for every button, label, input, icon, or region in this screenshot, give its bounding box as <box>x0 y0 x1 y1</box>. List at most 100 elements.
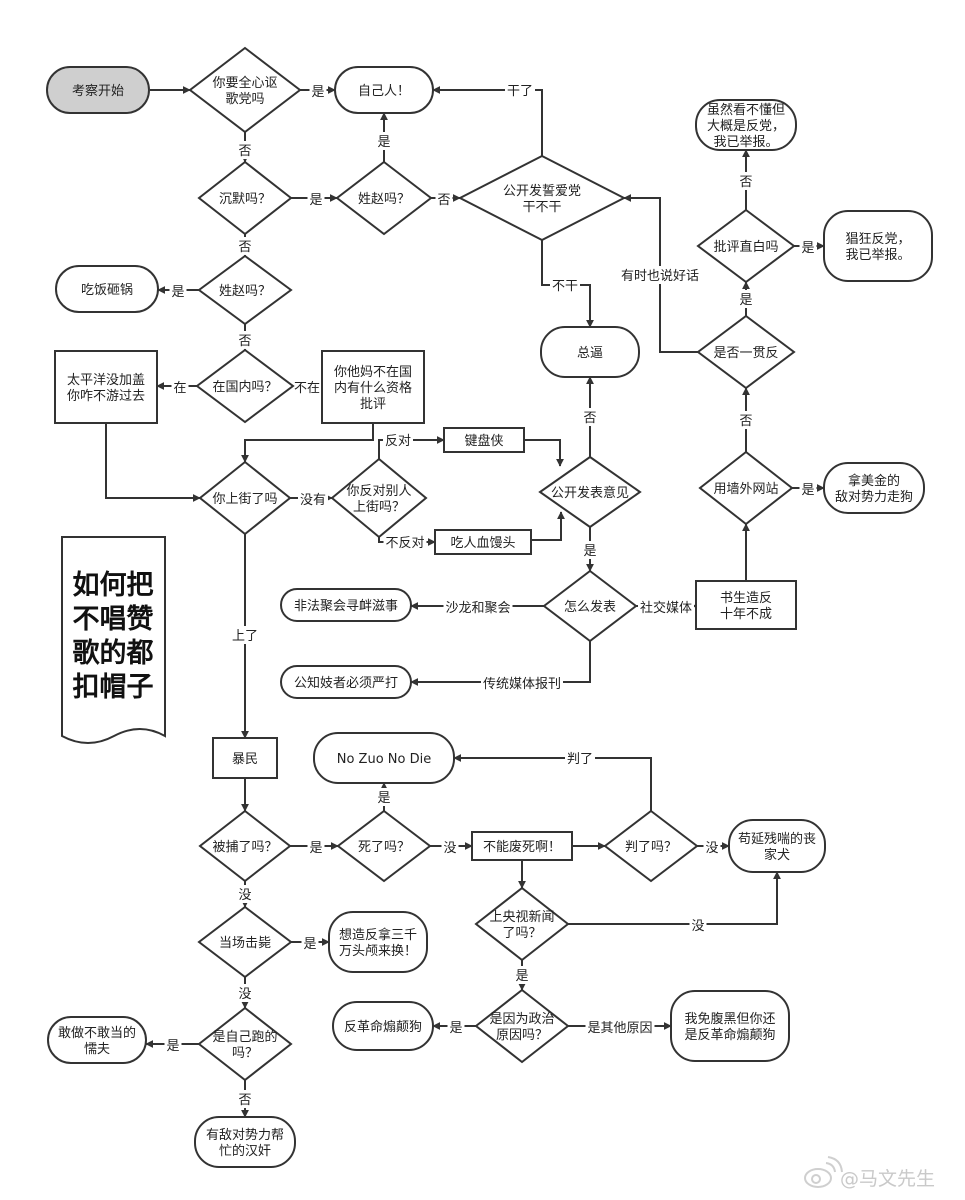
nodes-layer: 考察开始你要全心讴歌党吗自己人！沉默吗？姓赵吗？公开发誓爱党干不干姓赵吗？吃饭砸… <box>46 46 933 1168</box>
node-q_vow: 公开发誓爱党干不干 <box>457 154 627 242</box>
edge-q_cctv-to-lingering_dog <box>568 871 781 925</box>
node-q_dead: 死了吗？ <box>336 809 432 883</box>
edge-q_oppose-to-keyboard <box>378 436 445 459</box>
watermark: @马文先生 <box>804 1156 935 1190</box>
edge-label-q_zhao2-to-eat_smash: 是 <box>169 282 187 300</box>
node-zongyi: 总逼 <box>540 326 640 378</box>
edge-pacific-to-q_street <box>105 423 201 502</box>
node-counter_rev: 反革命煽颠狗 <box>332 1001 434 1051</box>
edge-label-text: 否 <box>739 414 752 429</box>
edge-label-q_shot-to-want_rebel: 是 <box>301 934 319 952</box>
node-lingering_dog-label: 苟延残喘的丧家犬 <box>738 831 816 863</box>
title-line: 如何把 <box>73 570 154 601</box>
node-us_money-label: 拿美金的敌对势力走狗 <box>835 473 913 505</box>
node-q_praise-label: 你要全心讴歌党吗 <box>212 75 277 107</box>
node-q_vpn-shape <box>698 450 794 526</box>
edge-label-q_zhao1-to-own_people: 是 <box>375 132 393 150</box>
node-scholar-shape <box>695 580 797 630</box>
edge-label-text: 没 <box>238 888 251 903</box>
node-own_people-label: 自己人！ <box>358 84 410 99</box>
node-q_cctv-shape <box>474 886 570 962</box>
edge-label-q_silent-to-q_zhao1: 是 <box>307 190 325 208</box>
node-q_how: 怎么发表 <box>542 569 638 643</box>
edge-label-q_always-to-q_vow: 有时也说好话 <box>619 266 701 284</box>
node-q_always-shape <box>696 314 796 390</box>
node-dont_understand-shape <box>695 99 797 151</box>
node-zongyi-shape <box>540 326 640 378</box>
edge-label-text: 有时也说好话 <box>621 269 699 284</box>
node-not_domestic-label: 你他妈不在国内有什么资格批评 <box>334 365 412 412</box>
title-banner-shape <box>61 536 166 744</box>
edge-label-q_oppose-to-keyboard: 反对 <box>383 431 413 449</box>
node-q_oppose: 你反对别人上街吗？ <box>330 457 428 539</box>
edge-label-q_domestic-to-not_domestic: 不在 <box>292 378 322 396</box>
node-mob-shape <box>212 737 278 779</box>
node-q_public: 公开发表意见 <box>538 455 642 529</box>
edge-label-text: 在 <box>173 381 186 396</box>
edge-bloody_bun-to-q_public <box>530 511 565 542</box>
node-q_zhao1-shape <box>335 160 433 236</box>
node-q_vpn: 用墙外网站 <box>698 450 794 526</box>
edge-label-q_vow-to-zongyi: 不干 <box>550 276 580 294</box>
node-traitor-shape <box>194 1116 296 1168</box>
node-q_always: 是否一贯反 <box>696 314 796 390</box>
node-eat_smash: 吃饭砸锅 <box>55 265 159 313</box>
edge-label-text: 是 <box>801 483 814 498</box>
edge-label-q_how-to-public_knowledge: 传统媒体报刊 <box>481 674 563 692</box>
edge-label-q_ran-to-traitor: 否 <box>236 1090 254 1108</box>
edge-label-text: 是其他原因 <box>587 1021 652 1036</box>
edge-label-text: 否 <box>583 411 596 426</box>
node-pacific: 太平洋没加盖你咋不游过去 <box>54 350 158 424</box>
node-q_political: 是因为政治原因吗？ <box>474 988 570 1064</box>
node-keyboard: 键盘侠 <box>443 427 525 453</box>
node-eat_smash-label: 吃饭砸锅 <box>81 282 133 298</box>
node-q_zhao2-label: 姓赵吗？ <box>219 284 271 299</box>
edge-label-q_arrested-to-q_shot: 没 <box>236 885 254 903</box>
node-bloody_bun-label: 吃人血馒头 <box>450 535 515 551</box>
node-start-shape <box>46 66 150 114</box>
node-own_people-shape <box>334 66 434 114</box>
node-us_money-shape <box>823 462 925 514</box>
edge-label-q_cctv-to-lingering_dog: 没 <box>689 916 707 934</box>
edge-label-q_public-to-q_how: 是 <box>581 541 599 559</box>
node-q_street-label: 你上街了吗 <box>212 492 277 507</box>
node-q_silent-label: 沉默吗？ <box>219 191 271 207</box>
edge-label-text: 不在 <box>294 381 320 396</box>
edge-label-q_vpn-to-q_always: 否 <box>737 411 755 429</box>
edge-label-q_arrested-to-q_dead: 是 <box>307 838 325 856</box>
edge-label-text: 判了 <box>567 752 593 767</box>
edge-label-q_political-to-counter_rev: 是 <box>447 1018 465 1036</box>
node-q_praise-shape <box>188 46 302 134</box>
node-q_sentenced-shape <box>603 809 699 883</box>
node-illegal_gather-label: 非法聚会寻衅滋事 <box>294 599 398 614</box>
edge-label-q_praise-to-q_silent: 否 <box>236 141 254 159</box>
node-bloody_bun: 吃人血馒头 <box>434 529 532 555</box>
edge-label-q_vpn-to-us_money: 是 <box>799 480 817 498</box>
node-coward: 敢做不敢当的懦夫 <box>47 1016 147 1064</box>
node-q_praise: 你要全心讴歌党吗 <box>188 46 302 134</box>
edge-label-text: 社交媒体 <box>640 600 692 616</box>
node-dont_understand-label: 虽然看不懂但大概是反党，我已举报。 <box>707 102 785 150</box>
edge-label-text: 是 <box>309 841 322 856</box>
node-free_black-label: 我免腹黑但你还是反革命煽颠狗 <box>684 1011 775 1043</box>
node-traitor: 有敌对势力帮忙的汉奸 <box>194 1116 296 1168</box>
node-q_shot-shape <box>197 905 293 979</box>
node-q_public-shape <box>538 455 642 529</box>
node-pacific-label: 太平洋没加盖你咋不游过去 <box>67 373 145 404</box>
edge-labels-layer: 是否是是否干了不干否是否在不在没有反对不反对否是沙龙和聚会传统媒体报刊社交媒体是… <box>164 81 817 1108</box>
edge-label-q_street-to-q_oppose: 没有 <box>298 490 328 508</box>
node-q_oppose-label: 你反对别人上街吗？ <box>346 484 411 515</box>
edge-label-q_cctv-to-q_political: 是 <box>513 966 531 984</box>
node-counter_rev-label: 反革命煽颠狗 <box>344 1019 422 1035</box>
edge-label-q_always-to-q_criticize: 是 <box>737 290 755 308</box>
edge-label-text: 没 <box>443 841 456 856</box>
node-illegal_gather-shape <box>280 588 412 622</box>
node-q_domestic: 在国内吗？ <box>195 348 295 424</box>
node-q_vow-label: 公开发誓爱党干不干 <box>503 183 581 215</box>
edge-label-text: 是 <box>166 1039 179 1054</box>
edge-label-text: 反对 <box>385 434 411 449</box>
node-public_knowledge: 公知妓者必须严打 <box>280 665 412 699</box>
edge-keyboard-to-q_public <box>524 439 564 467</box>
node-keyboard-label: 键盘侠 <box>464 433 503 449</box>
